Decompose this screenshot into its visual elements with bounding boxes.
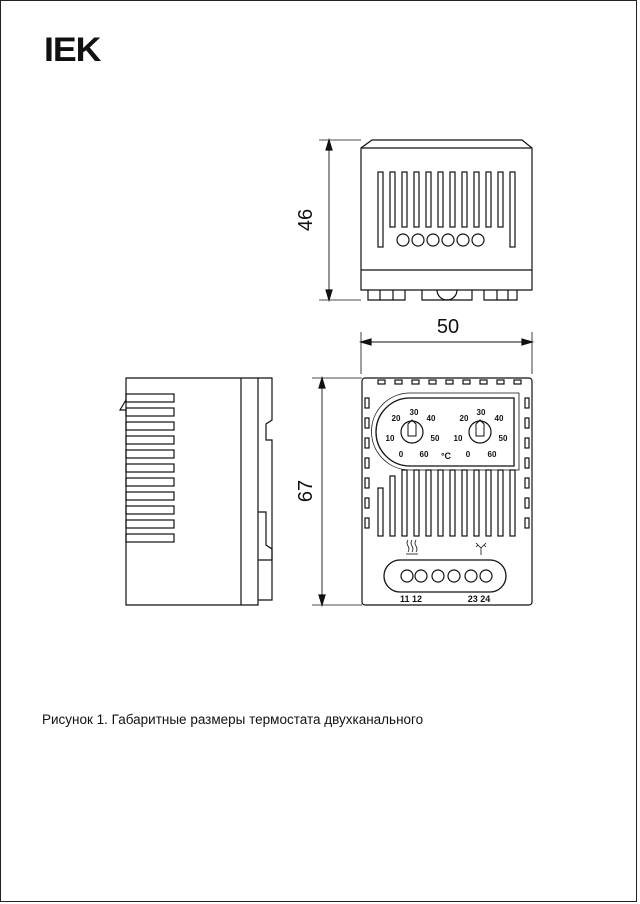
side-view-fins — [118, 393, 175, 543]
left-dial-label-30: 30 — [410, 408, 419, 417]
right-dial-label-50: 50 — [499, 434, 508, 443]
left-dial-label-50: 50 — [431, 434, 440, 443]
celsius-unit: °C — [441, 451, 452, 461]
dimension-67 — [312, 375, 362, 608]
dimension-50 — [358, 332, 535, 374]
front-top-slots — [377, 379, 522, 385]
left-dial-label-10: 10 — [386, 434, 395, 443]
left-dial — [400, 419, 424, 444]
heater-icon — [406, 539, 418, 555]
fan-icon — [475, 542, 487, 555]
right-dial — [468, 419, 492, 444]
figure-caption: Рисунок 1. Габаритные размеры термостата… — [42, 712, 424, 727]
terminal-strip — [383, 559, 507, 593]
right-dial-label-10: 10 — [454, 434, 463, 443]
right-dial-label-0: 0 — [466, 450, 471, 459]
right-dial-label-60: 60 — [488, 450, 497, 459]
left-dial-label-60: 60 — [420, 450, 429, 459]
dimension-46 — [319, 137, 361, 303]
dim-46-label: 46 — [295, 209, 317, 231]
top-view-terminals — [396, 233, 485, 247]
terminal-label-right: 23 24 — [468, 594, 491, 604]
front-vent-slots — [377, 469, 516, 537]
side-view — [118, 377, 273, 606]
dim-50-label: 50 — [437, 316, 459, 338]
front-side-slots — [364, 397, 530, 529]
left-dial-scale: 30 20 40 10 50 0 60 — [386, 408, 440, 459]
right-dial-label-20: 20 — [460, 414, 469, 423]
left-dial-label-20: 20 — [392, 414, 401, 423]
top-view — [360, 139, 533, 301]
left-dial-label-40: 40 — [427, 414, 436, 423]
right-dial-label-40: 40 — [495, 414, 504, 423]
right-dial-label-30: 30 — [477, 408, 486, 417]
terminal-label-left: 11 12 — [400, 594, 422, 604]
iek-logo: IEK — [44, 31, 101, 69]
top-view-slots — [377, 171, 516, 248]
dim-67-label: 67 — [295, 480, 317, 502]
front-view — [361, 377, 533, 606]
top-view-clips — [367, 289, 518, 301]
left-dial-label-0: 0 — [399, 450, 404, 459]
right-dial-scale: 30 20 40 10 50 0 60 — [454, 408, 508, 459]
